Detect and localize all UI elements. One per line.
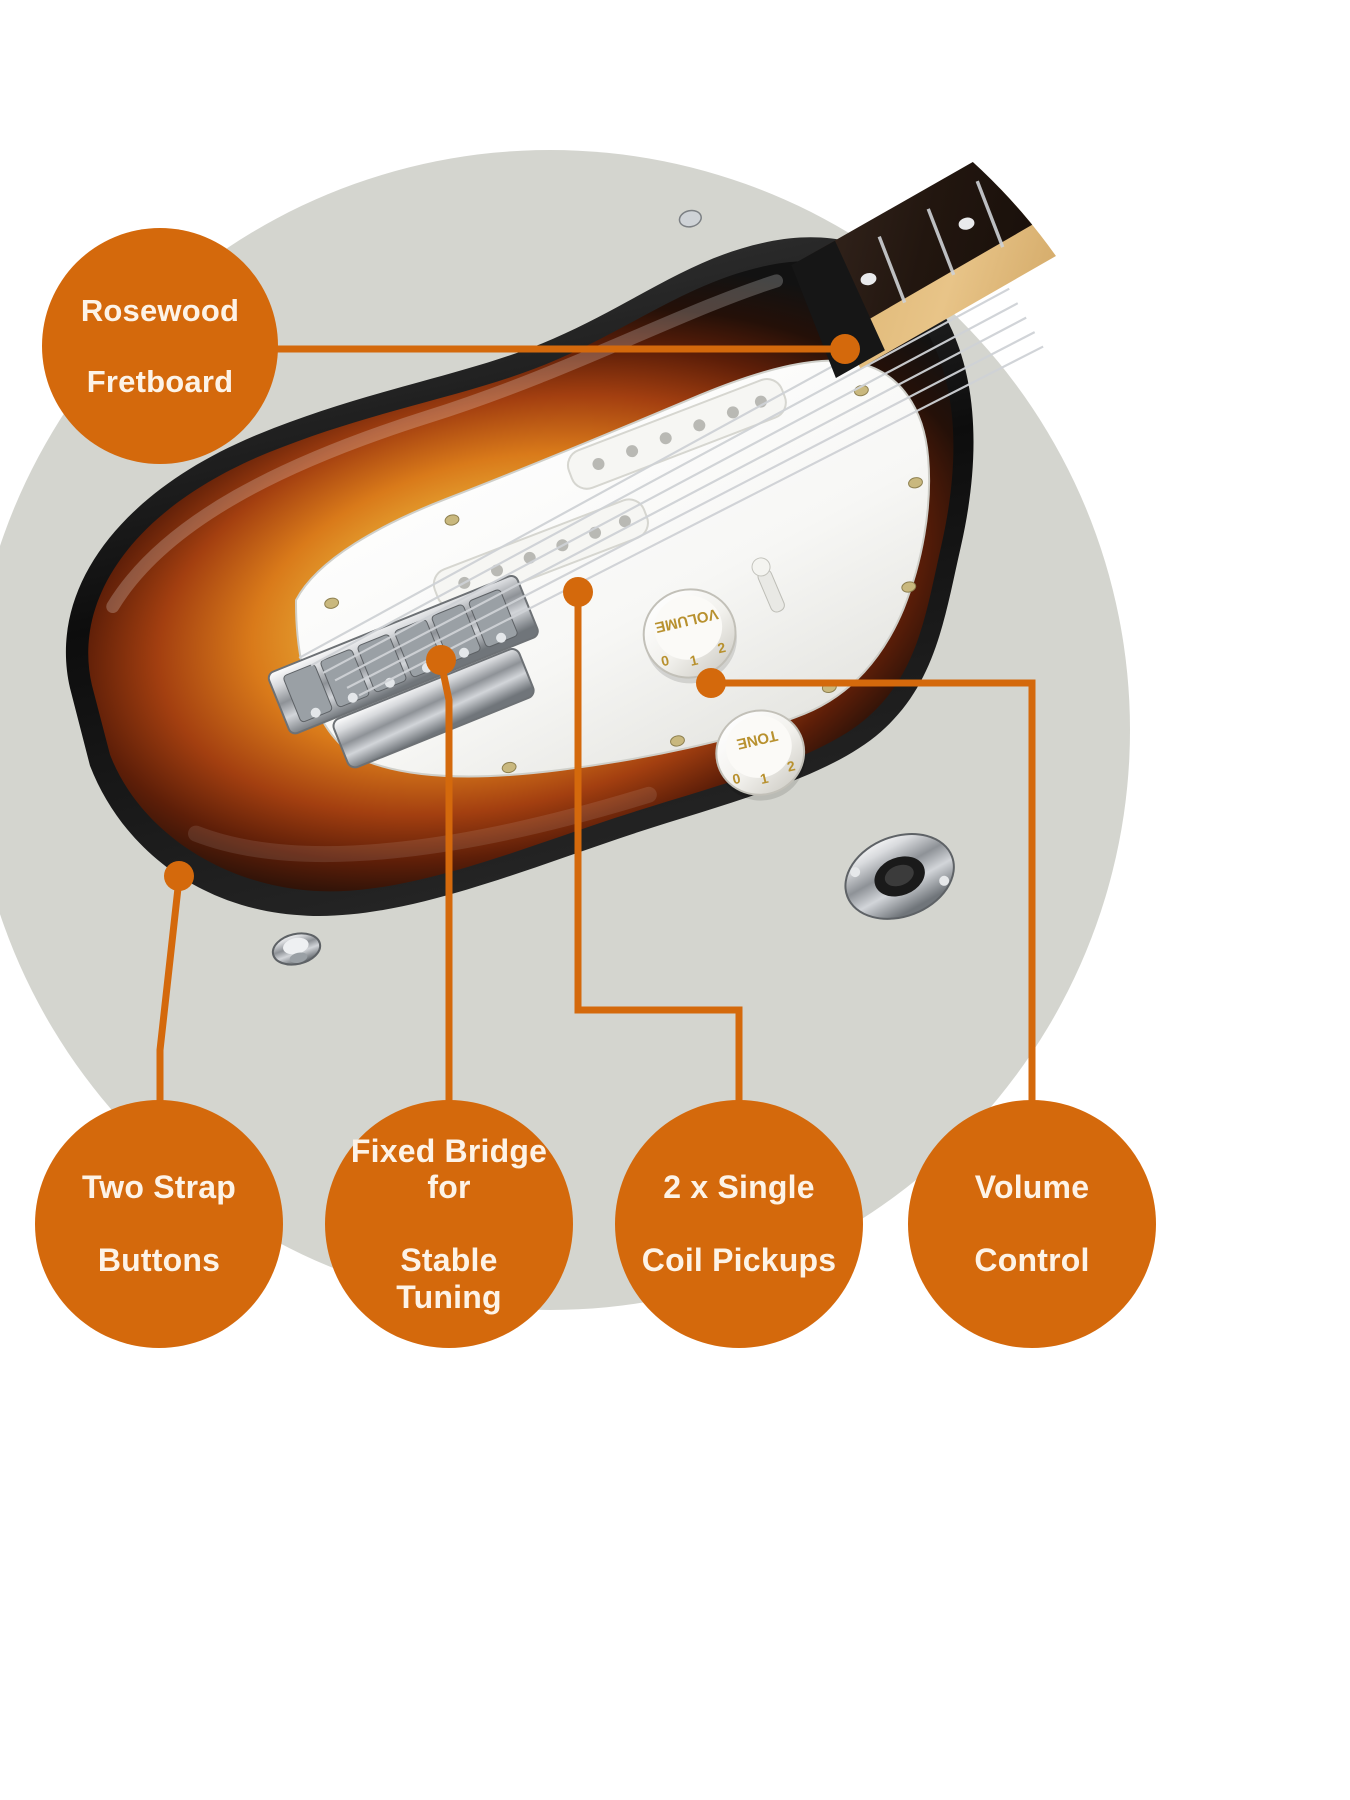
callout-two-strap-buttons[interactable]: Two Strap Buttons [35,1100,283,1348]
callout-line-2: Coil Pickups [641,1242,837,1279]
callout-line-1: 2 x Single [663,1169,815,1206]
callout-line-1: Volume [974,1169,1090,1206]
callout-rosewood-fretboard[interactable]: Rosewood Fretboard [42,228,278,464]
callout-line-1: Rosewood [80,293,240,328]
callout-line-1: Two Strap [81,1169,237,1206]
callout-line-2: Control [974,1242,1090,1279]
callout-line-2: Fretboard [86,363,234,399]
callout-line-2: Stable Tuning [396,1242,502,1315]
callout-line-1: Fixed Bridge for [350,1132,548,1206]
callout-volume-control[interactable]: Volume Control [908,1100,1156,1348]
callout-line-2: Buttons [97,1242,221,1279]
callout-fixed-bridge[interactable]: Fixed Bridge for Stable Tuning [325,1100,573,1348]
callout-single-coil-pickups[interactable]: 2 x Single Coil Pickups [615,1100,863,1348]
